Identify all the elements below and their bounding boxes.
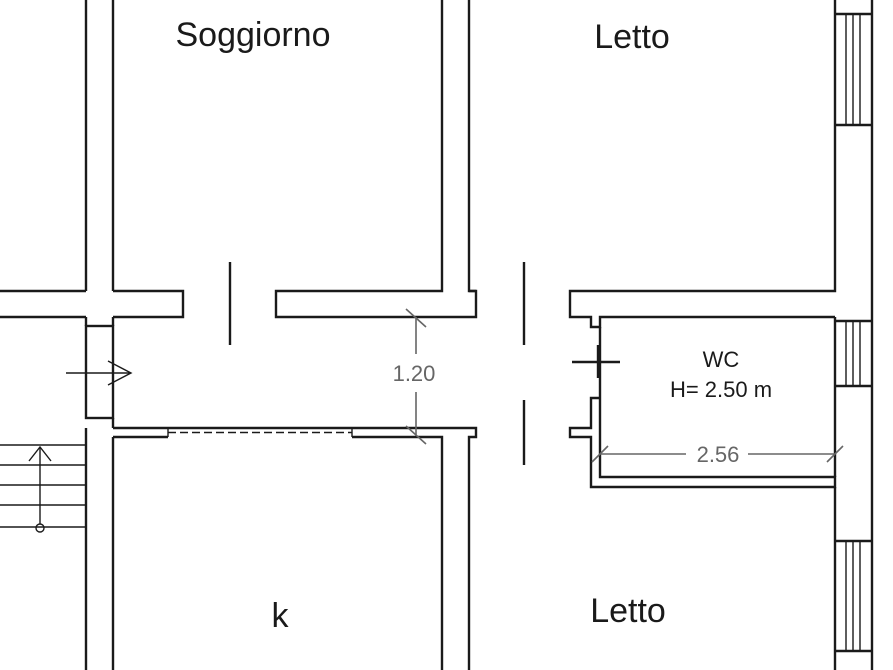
stairs-direction-arrow-icon [28,445,52,533]
room-label-wc: WC [703,347,740,372]
wall-lower-corridor [84,426,478,670]
wall-left-upper [84,0,115,291]
dimension-corridor-label: 1.20 [393,361,436,386]
room-label-letto-top: Letto [594,18,670,56]
wc-door-icon [572,345,620,378]
wall-upper-corridor [0,0,478,319]
window-wc [845,321,861,386]
room-label-kitchen: k [272,597,290,635]
wc-enclosure [568,317,837,489]
entrance-arrow-icon [66,360,133,386]
window-top [845,14,861,125]
room-label-wc-height: H= 2.50 m [670,377,772,402]
dimension-corridor [405,308,427,445]
room-label-letto-bottom: Letto [590,592,666,630]
stairs [0,444,86,528]
dimension-wc [591,445,844,463]
wall-letto-top [568,0,837,329]
room-label-soggiorno: Soggiorno [175,16,330,54]
dimension-wc-label: 2.56 [697,442,740,467]
wall-entrance [84,317,115,428]
window-bottom [845,541,861,651]
